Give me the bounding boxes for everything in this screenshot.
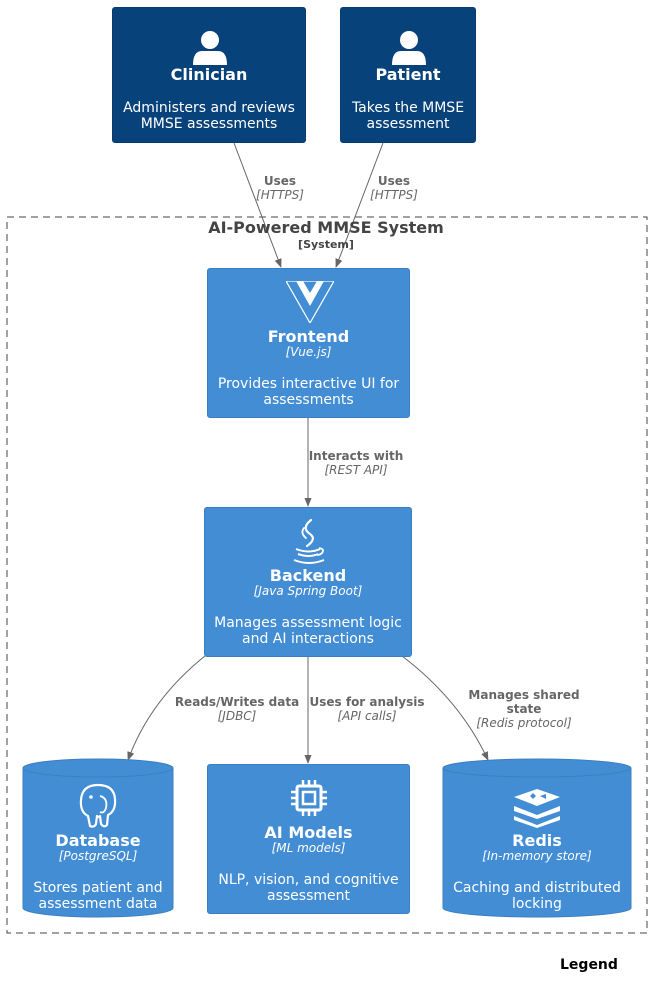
node-redis-name: Redis: [512, 831, 562, 850]
node-clinician-desc-line1: Administers and reviews: [123, 100, 295, 116]
edge-patient-frontend: [335, 142, 384, 268]
database-cylinder-shape: [22, 758, 174, 918]
edge-label-text: Uses for analysis: [309, 695, 425, 709]
node-frontend-tech: [Vue.js]: [285, 345, 332, 359]
edge-label-text: Reads/Writes data: [174, 695, 300, 709]
node-redis-tech: [In-memory store]: [482, 849, 592, 863]
node-ai-models[interactable]: AI Models [ML models] NLP, vision, and c…: [207, 764, 410, 914]
node-clinician[interactable]: Clinician Administers and reviews MMSE a…: [112, 7, 306, 143]
boundary-title: AI-Powered MMSE System: [208, 218, 444, 237]
legend-title: Legend: [560, 957, 618, 973]
node-database[interactable]: Database [PostgreSQL] Stores patient and…: [22, 758, 174, 918]
redis-logo-icon: [514, 789, 560, 828]
edge-label-clinician-frontend: Uses [HTTPS]: [240, 174, 320, 202]
edge-label-backend-redis: Manages shared state [Redis protocol]: [460, 688, 588, 730]
java-logo-icon: [293, 518, 325, 564]
node-patient-name: Patient: [375, 65, 441, 84]
node-patient-desc-line2: assessment: [366, 116, 450, 132]
node-ai-models-tech: [ML models]: [271, 841, 346, 855]
edge-label-tech: [JDBC]: [217, 709, 257, 723]
edge-label-frontend-backend: Interacts with [REST API]: [300, 449, 412, 477]
redis-cylinder-shape: [442, 758, 632, 918]
person-icon: [193, 31, 227, 65]
edge-label-tech: [API calls]: [337, 709, 397, 723]
node-frontend-desc-line2: assessments: [263, 392, 354, 408]
edge-label-backend-ai: Uses for analysis [API calls]: [304, 695, 430, 723]
node-clinician-desc-line2: MMSE assessments: [140, 116, 278, 132]
node-patient[interactable]: Patient Takes the MMSE assessment: [340, 7, 476, 143]
edge-label-tech: [HTTPS]: [370, 188, 418, 202]
edge-label-text-line1: Manages shared: [468, 688, 580, 702]
node-patient-desc-line1: Takes the MMSE: [351, 100, 465, 116]
person-icon: [392, 31, 426, 65]
node-backend-name: Backend: [269, 566, 347, 585]
edge-label-text: Uses: [377, 174, 411, 188]
node-redis-desc-line1: Caching and distributed: [453, 880, 621, 896]
edge-label-text-line2: state: [506, 702, 542, 716]
node-clinician-name: Clinician: [170, 65, 248, 84]
node-frontend-desc-line1: Provides interactive UI for: [217, 376, 400, 392]
edge-label-tech: [HTTPS]: [256, 188, 304, 202]
vue-logo-icon: [286, 281, 334, 323]
node-frontend[interactable]: Frontend [Vue.js] Provides interactive U…: [207, 268, 410, 418]
node-ai-models-name: AI Models: [264, 823, 353, 842]
node-redis-desc-line2: locking: [512, 896, 562, 912]
node-backend[interactable]: Backend [Java Spring Boot] Manages asses…: [204, 507, 412, 657]
node-ai-models-desc-line2: assessment: [267, 888, 350, 904]
node-backend-desc-line2: and AI interactions: [242, 631, 374, 647]
edge-label-text: Interacts with: [308, 449, 404, 463]
node-database-tech: [PostgreSQL]: [58, 849, 138, 863]
node-database-desc-line2: assessment data: [38, 896, 158, 912]
postgresql-elephant-icon: [79, 783, 117, 828]
edge-backend-redis: [401, 655, 489, 761]
node-database-name: Database: [55, 831, 141, 850]
edge-label-backend-database: Reads/Writes data [JDBC]: [170, 695, 304, 723]
node-database-desc-line1: Stores patient and: [33, 880, 163, 896]
edge-label-text: Uses: [263, 174, 297, 188]
edge-label-patient-frontend: Uses [HTTPS]: [354, 174, 434, 202]
node-backend-desc-line1: Manages assessment logic: [214, 615, 402, 631]
node-frontend-name: Frontend: [267, 327, 350, 346]
node-backend-tech: [Java Spring Boot]: [253, 584, 363, 598]
boundary-type: [System]: [298, 238, 354, 251]
edge-clinician-frontend: [233, 142, 282, 268]
node-redis[interactable]: Redis [In-memory store] Caching and dist…: [442, 758, 632, 918]
system-boundary: [6, 216, 648, 934]
edge-label-tech: [Redis protocol]: [476, 716, 572, 730]
edge-label-tech: [REST API]: [324, 463, 388, 477]
node-ai-models-desc-line1: NLP, vision, and cognitive: [218, 872, 399, 888]
edge-backend-database: [127, 655, 206, 761]
chip-icon: [291, 780, 327, 816]
